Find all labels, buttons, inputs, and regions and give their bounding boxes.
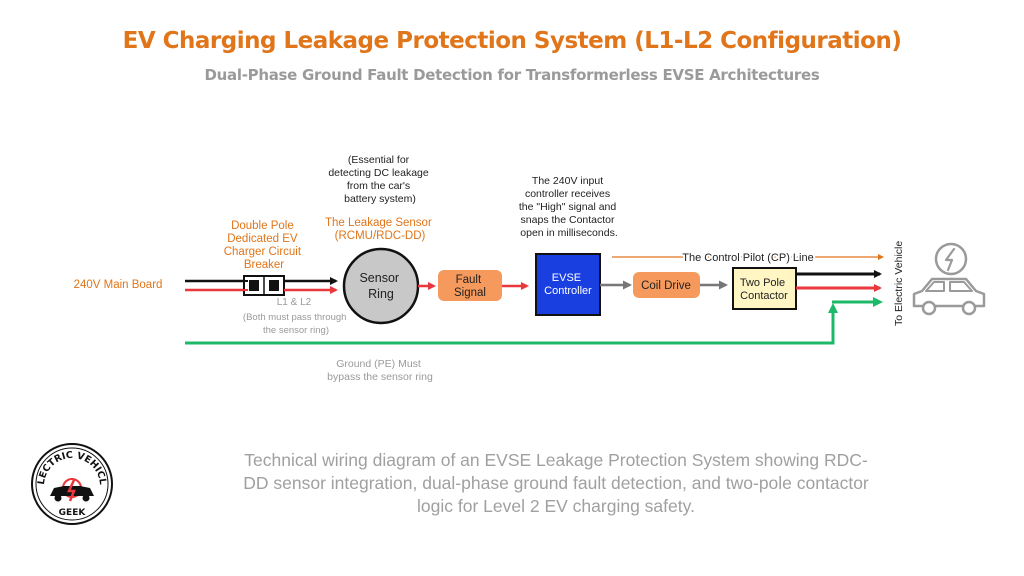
diagram-caption: Technical wiring diagram of an EVSE Leak… (243, 450, 869, 516)
sensor-note: (Essential for detecting DC leakage from… (328, 154, 431, 205)
sensor-ring (342, 247, 420, 325)
main-board-label: 240V Main Board (74, 279, 163, 291)
breaker-label: Double Pole Dedicated EV Charger Circuit… (224, 220, 305, 271)
evse-controller-box (535, 253, 601, 316)
sensor-title: The Leakage Sensor (RCMU/RDC-DD) (325, 217, 435, 242)
fault-signal-box (438, 270, 502, 301)
to-ev-label: To Electric Vehicle (893, 241, 905, 326)
sensor-ring-label: Sensor Ring (359, 271, 402, 301)
coil-drive-box (633, 272, 700, 298)
electric-vehicle-geek-logo: ELECTRIC VEHICLE GEEK (30, 442, 113, 525)
ground-note: Ground (PE) Must bypass the sensor ring (327, 358, 433, 383)
l1-l2-note: (Both must pass through the sensor ring) (243, 312, 349, 336)
l1-l2-label: L1 & L2 (277, 297, 312, 308)
fault-signal-label: Fault Signal (454, 274, 486, 299)
coil-drive-label: Coil Drive (641, 280, 691, 292)
ground-line (185, 303, 838, 345)
page-subtitle: Dual-Phase Ground Fault Detection for Tr… (204, 66, 820, 84)
svg-text:GEEK: GEEK (59, 508, 87, 518)
breaker-icon (240, 275, 285, 296)
contactor-label: Two Pole Contactor (740, 277, 788, 302)
control-pilot-label: The Control Pilot (CP) Line (682, 252, 813, 264)
page-title: EV Charging Leakage Protection System (L… (122, 28, 902, 54)
evse-controller-label: EVSE Controller (544, 272, 592, 297)
electric-car-icon (912, 242, 986, 316)
controller-note: The 240V input controller receives the "… (519, 175, 619, 239)
